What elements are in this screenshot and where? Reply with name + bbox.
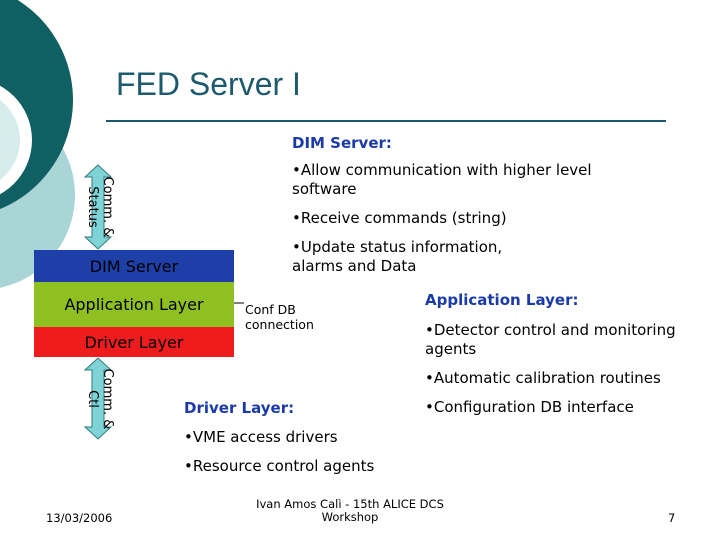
- application-layer-bullet-text: Configuration DB interface: [433, 398, 634, 416]
- application-layer-bullet: •Configuration DB interface: [425, 398, 634, 416]
- dim-server-bullet-text: Allow communication with higher level so…: [292, 161, 592, 198]
- application-layer-box: Application Layer: [34, 282, 234, 327]
- top-arrow-label: Comm. & Status: [58, 177, 138, 238]
- dim-server-bullet: •Receive commands (string): [292, 209, 507, 227]
- footer-author-line1: Ivan Amos Calì - 15th ALICE DCS: [256, 497, 444, 511]
- footer-author: Ivan Amos Calì - 15th ALICE DCS Workshop: [240, 498, 460, 524]
- footer-date: 13/03/2006: [46, 511, 113, 525]
- driver-layer-label: Driver Layer: [84, 332, 184, 352]
- application-layer-bullet: •Automatic calibration routines: [425, 369, 661, 387]
- driver-layer-bullet-text: VME access drivers: [192, 428, 338, 446]
- comm-ctl-arrow: [83, 357, 113, 440]
- dim-server-box: DIM Server: [34, 250, 234, 282]
- dim-server-bullet-text: Receive commands (string): [300, 209, 507, 227]
- top-arrow-label-line2: Status: [85, 186, 100, 228]
- slide-title: FED Server I: [116, 66, 301, 102]
- footer-author-line2: Workshop: [321, 510, 379, 524]
- dim-server-bullet: •Allow communication with higher level s…: [292, 161, 592, 198]
- application-layer-label: Application Layer: [64, 295, 204, 314]
- dim-server-heading: DIM Server:: [292, 134, 392, 152]
- dim-server-bullet-text: Update status information, alarms and Da…: [292, 238, 503, 275]
- driver-layer-box: Driver Layer: [34, 327, 234, 357]
- bottom-arrow-label-line1: Comm. &: [100, 368, 115, 430]
- driver-layer-bullet: •Resource control agents: [184, 457, 375, 475]
- dim-server-bullet: •Update status information, alarms and D…: [292, 238, 503, 275]
- driver-layer-bullet-text: Resource control agents: [192, 457, 375, 475]
- dim-server-label: DIM Server: [89, 256, 179, 276]
- driver-layer-bullet: •VME access drivers: [184, 428, 338, 446]
- bottom-arrow-label-line2: Ctl: [85, 390, 100, 408]
- top-arrow-label-line1: Comm. &: [100, 176, 115, 238]
- conf-db-label: Conf DB connection: [245, 302, 314, 332]
- title-underline: [106, 120, 666, 122]
- application-layer-bullet-text: Detector control and monitoring agents: [425, 321, 676, 358]
- application-layer-bullet: •Detector control and monitoring agents: [425, 321, 676, 358]
- comm-status-arrow: [83, 164, 113, 250]
- driver-layer-heading: Driver Layer:: [184, 399, 295, 417]
- footer-page-number: 7: [668, 511, 676, 525]
- application-layer-heading: Application Layer:: [425, 291, 579, 309]
- theme-circle-inner: [0, 100, 20, 180]
- bottom-arrow-label: Comm. & Ctl: [58, 369, 138, 430]
- conf-db-line1: Conf DB: [245, 302, 296, 317]
- conf-db-line2: connection: [245, 317, 314, 332]
- application-layer-bullet-text: Automatic calibration routines: [433, 369, 661, 387]
